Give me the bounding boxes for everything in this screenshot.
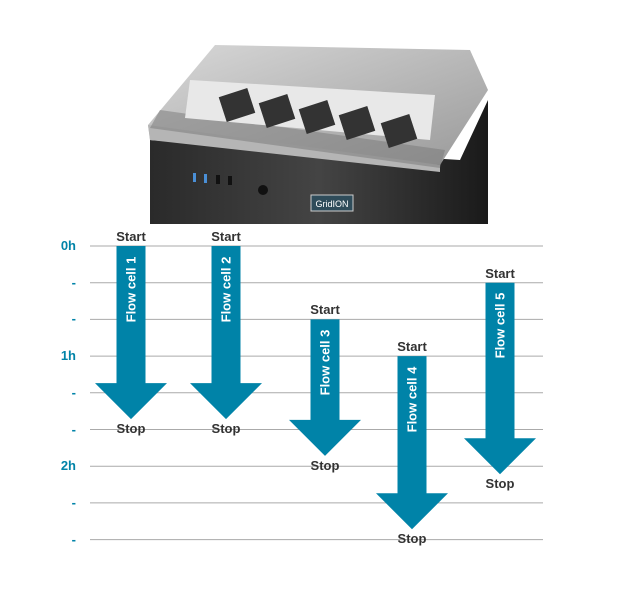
axis-label: - <box>71 274 76 290</box>
stop-label: Stop <box>116 421 146 437</box>
flow-cell-label: Flow cell 5 <box>492 292 508 359</box>
start-label: Start <box>116 229 146 244</box>
flow-cell-arrow <box>289 319 361 456</box>
axis-label: - <box>71 384 76 400</box>
flow-cell-label: Flow cell 2 <box>218 256 234 322</box>
axis-label: 1h <box>60 348 76 364</box>
start-label: Start <box>397 339 427 355</box>
start-label: Start <box>485 265 515 281</box>
svg-text:GridION: GridION <box>315 199 348 209</box>
stop-label: Stop <box>485 476 515 492</box>
flow-cell-label: Flow cell 3 <box>317 329 333 396</box>
axis-label: - <box>71 421 76 437</box>
flow-cell-arrow <box>95 246 167 420</box>
axis-label: 2h <box>60 458 76 474</box>
stop-label: Stop <box>397 531 427 547</box>
flow-cell-arrow <box>376 356 448 530</box>
axis-label: - <box>71 494 76 510</box>
flow-cell-label: Flow cell 4 <box>404 366 420 432</box>
stop-label: Stop <box>310 457 340 473</box>
axis-label: 0h <box>60 238 76 253</box>
flow-cell-arrow <box>190 246 262 420</box>
flow-cell-arrow <box>464 282 536 475</box>
stop-label: Stop <box>211 421 241 437</box>
axis-label: - <box>71 311 76 327</box>
flow-cell-label: Flow cell 1 <box>123 256 139 322</box>
axis-label: - <box>71 531 76 547</box>
start-label: Start <box>310 302 340 318</box>
start-label: Start <box>211 229 241 244</box>
